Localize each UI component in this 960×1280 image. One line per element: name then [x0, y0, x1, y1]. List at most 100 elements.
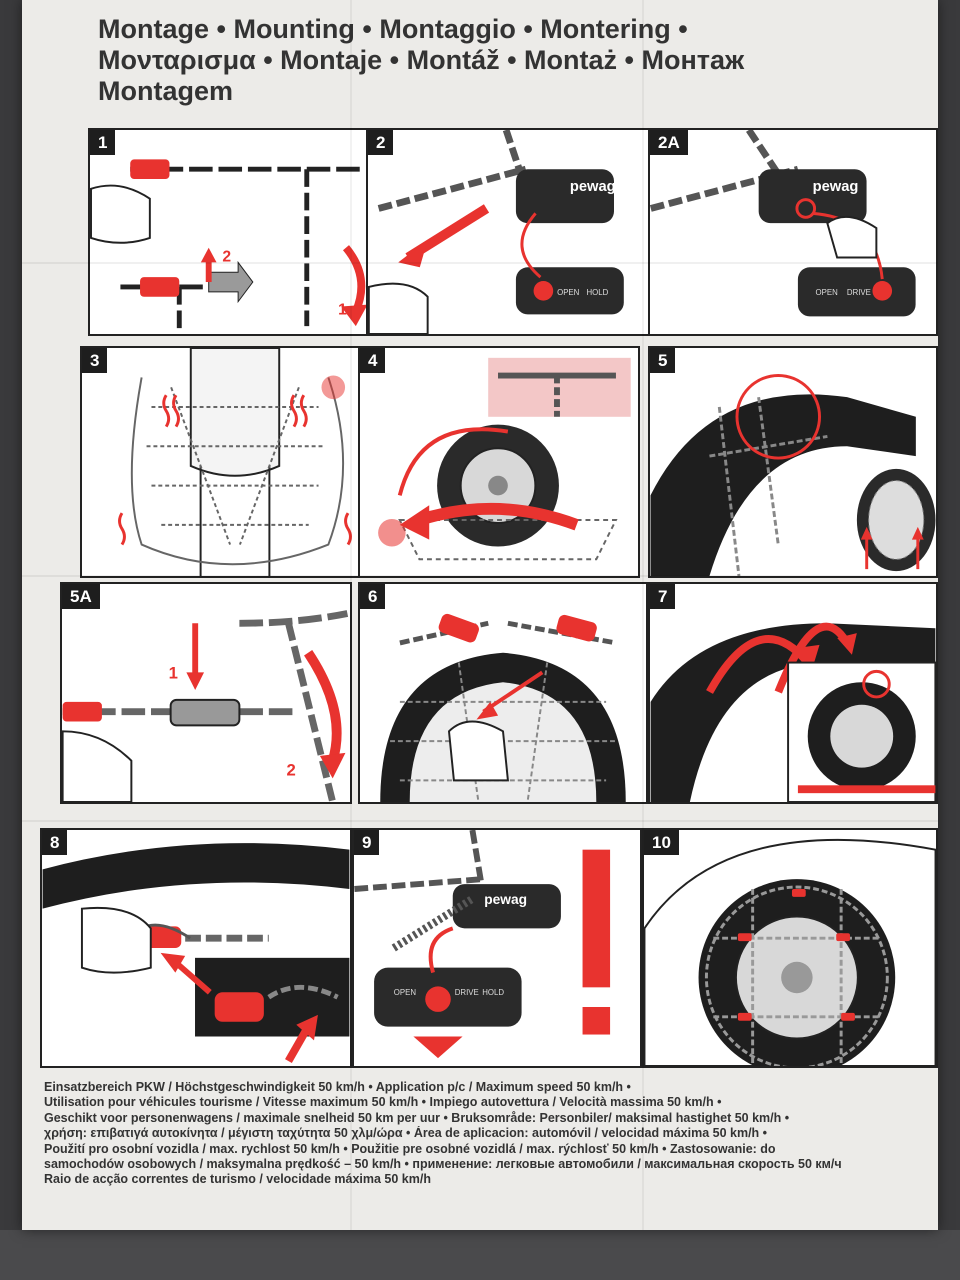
- arrow-number: 2: [287, 760, 296, 779]
- step-1-illustration: 2 1: [90, 159, 368, 332]
- brand-logo: pewag: [484, 892, 527, 907]
- panel-step-5: 5: [648, 346, 938, 578]
- title-line-3: Montagem: [98, 76, 233, 106]
- arrow-number: 1: [338, 301, 347, 318]
- arrow-number: 1: [169, 663, 178, 682]
- paper-crease: [350, 0, 352, 1230]
- step-9-illustration: pewag OPEN DRIVE HOLD: [354, 830, 611, 1059]
- step-8-illustration: [42, 843, 350, 1064]
- page-title: Montage • Mounting • Montaggio • Monteri…: [98, 14, 938, 107]
- hand-icon: [62, 730, 133, 802]
- device-label-hold: HOLD: [587, 288, 609, 297]
- red-arrow: [160, 952, 186, 973]
- step-2-illustration: pewag OPEN HOLD: [368, 130, 624, 334]
- panel-step-2: 2 pewag OPEN HOLD: [366, 128, 658, 336]
- step-number: 2A: [650, 130, 688, 155]
- paper-crease: [22, 262, 938, 264]
- footer-line: Použití pro osobní vozidla / max. rychlo…: [44, 1141, 776, 1156]
- title-line-1: Montage • Mounting • Montaggio • Monteri…: [98, 14, 688, 44]
- paper-crease: [642, 0, 644, 1230]
- step-number: 8: [42, 830, 68, 855]
- brand-logo: pewag: [813, 179, 859, 195]
- footer-usage-text: Einsatzbereich PKW / Höchstgeschwindigke…: [44, 1080, 924, 1188]
- dial-icon: [872, 281, 893, 301]
- panel-step-1: 1 2 1: [88, 128, 400, 336]
- step-number: 4: [360, 348, 386, 373]
- step-number: 3: [82, 348, 108, 373]
- panel-step-7: 7: [648, 582, 938, 804]
- footer-line: Einsatzbereich PKW / Höchstgeschwindigke…: [44, 1080, 631, 1094]
- step-10-illustration: [644, 838, 936, 1066]
- tensioner-device: [515, 169, 614, 224]
- panel-step-8: 8: [40, 828, 352, 1068]
- step-6-illustration: [380, 613, 626, 802]
- red-arrow: [398, 239, 428, 268]
- device-label-open: OPEN: [557, 288, 580, 297]
- footer-line: Raio de acção correntes de turismo / vel…: [44, 1172, 431, 1187]
- detail-inset: [488, 357, 631, 417]
- footer-line: χρήση: επιβατιγά αυτοκίνητα / μέγιστη τα…: [44, 1126, 768, 1141]
- step-2a-illustration: pewag OPEN DRIVE: [650, 130, 916, 317]
- panel-step-6: 6: [358, 582, 648, 804]
- floor-background: [0, 1230, 960, 1280]
- red-arrow-2: [200, 247, 217, 263]
- hand-icon: [80, 906, 152, 974]
- hand-icon: [826, 215, 878, 259]
- step-number: 5A: [62, 584, 100, 609]
- arrow-number: 2: [222, 248, 231, 265]
- red-hook: [62, 701, 102, 722]
- device-label-drive: DRIVE: [847, 288, 871, 297]
- title-line-2: Μονταρισμα • Montaje • Montáž • Montaż •…: [98, 45, 745, 75]
- panel-step-2a: 2A pewag OPEN DRIVE: [648, 128, 938, 336]
- panel-step-4: 4: [358, 346, 640, 578]
- step-3-illustration: [118, 348, 352, 576]
- wheel-arch: [650, 394, 916, 576]
- step-number: 1: [90, 130, 116, 155]
- red-arrow-1: [186, 672, 205, 691]
- footer-line: Utilisation pour véhicules tourisme / Vi…: [44, 1095, 722, 1110]
- red-hook: [140, 277, 180, 297]
- paper-crease: [22, 820, 938, 822]
- warning-exclamation-icon: [582, 849, 611, 988]
- step-number: 7: [650, 584, 676, 609]
- red-arrow: [417, 502, 579, 531]
- panel-step-10: 10: [642, 828, 938, 1068]
- step-number: 9: [354, 830, 380, 855]
- device-label-drive: DRIVE: [455, 988, 479, 997]
- hand-icon: [368, 282, 429, 334]
- footer-line: Geschikt voor personenwagens / maximale …: [44, 1110, 790, 1125]
- person-figure: [189, 348, 281, 477]
- red-arrow-1: [342, 245, 366, 313]
- brand-logo: pewag: [570, 179, 616, 195]
- step-5a-illustration: 1 2: [62, 610, 349, 802]
- step-number: 5: [650, 348, 676, 373]
- red-hook: [145, 926, 182, 948]
- red-chain-link: [130, 159, 170, 180]
- panel-step-9: 9 pewag OPEN DRIVE HOLD: [352, 828, 642, 1068]
- hand-icon: [447, 720, 509, 782]
- shake-motion-icon: [118, 394, 352, 546]
- red-arrow: [860, 526, 924, 540]
- step-4-illustration: [378, 357, 631, 561]
- hand-icon: [90, 184, 151, 244]
- tensioner-device: [758, 169, 867, 224]
- snow-chain-net: [704, 885, 889, 1066]
- panel-step-3: 3: [80, 346, 390, 578]
- step-number: 6: [360, 584, 386, 609]
- step-number: 2: [368, 130, 394, 155]
- device-label-hold: HOLD: [482, 988, 504, 997]
- step-number: 10: [644, 830, 679, 855]
- footer-line: samochodów osobowych / maksymalna prędko…: [44, 1157, 842, 1172]
- step-5-illustration: [650, 374, 936, 576]
- tensioner-device: [452, 884, 561, 929]
- paper-crease: [22, 575, 938, 577]
- dial-icon: [425, 986, 451, 1012]
- red-arrow-2: [304, 650, 342, 763]
- step-7-illustration: [650, 622, 936, 802]
- panel-step-5a: 5A 1 2: [60, 582, 352, 804]
- dial-icon: [533, 281, 554, 301]
- red-arrow: [774, 622, 851, 694]
- red-arrow: [476, 701, 499, 720]
- device-label-open: OPEN: [816, 288, 839, 297]
- device-label-open: OPEN: [394, 988, 417, 997]
